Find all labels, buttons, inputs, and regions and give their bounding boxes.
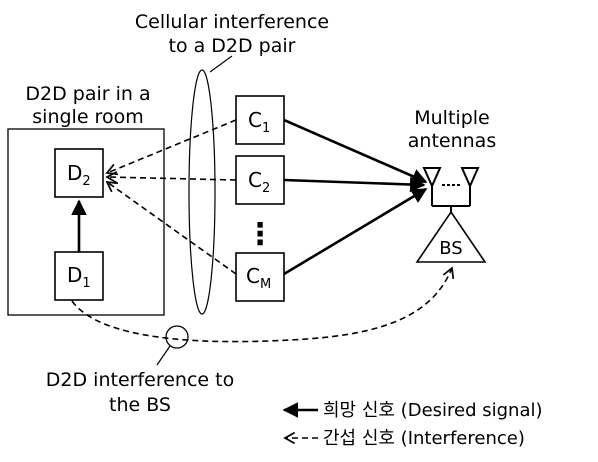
multiple-antennas-label-line1: Multiple <box>414 107 489 129</box>
legend: 희망 신호 (Desired signal) 간섭 신호 (Interferen… <box>282 400 543 449</box>
bs-antenna-array <box>422 167 480 214</box>
c1-node: C1 <box>235 95 285 145</box>
cm-node-base: C <box>246 264 260 288</box>
c2-node-base: C <box>248 168 262 192</box>
svg-text:C2: C2 <box>248 168 270 196</box>
d2d-interference-label-line2: the BS <box>109 394 171 416</box>
cellular-interference-label-line1: Cellular interference <box>135 11 329 33</box>
c2-node: C2 <box>235 155 285 205</box>
svg-text:D1: D1 <box>67 263 91 291</box>
d1-node: D1 <box>54 251 104 301</box>
d1-node-base: D <box>67 263 82 287</box>
c1-node-sub: 1 <box>262 121 270 136</box>
d2-node-sub: 2 <box>82 174 90 189</box>
bs-label: BS <box>439 238 462 259</box>
d2d-interference-d1-to-bs <box>71 266 455 343</box>
d2d-interference-leader <box>156 345 171 366</box>
legend-desired-label: 희망 신호 (Desired signal) <box>323 400 543 421</box>
cellular-interference-leader <box>209 55 233 73</box>
interference-c1-to-d2 <box>105 119 237 176</box>
desired-signal-c1-to-bs <box>283 118 428 184</box>
svg-text:CM: CM <box>246 264 271 292</box>
d2d-room-label-line2: single room <box>32 106 143 128</box>
multiple-antennas-label-line2: antennas <box>408 130 496 152</box>
d2-node-base: D <box>67 161 82 185</box>
bs-triangle <box>415 210 487 263</box>
d2d-interference-label-line1: D2D interference to <box>46 369 234 391</box>
interference-cm-to-d2 <box>105 180 237 275</box>
d1-node-sub: 1 <box>82 276 90 291</box>
cm-node-sub: M <box>260 277 271 292</box>
svg-text:D2: D2 <box>67 161 91 189</box>
svg-text:C1: C1 <box>248 108 270 136</box>
cellular-users-ellipsis: ⋮ <box>245 217 275 252</box>
c1-node-base: C <box>248 108 262 132</box>
cm-node: CM <box>235 252 285 302</box>
legend-interference-label: 간섭 신호 (Interference) <box>323 428 525 449</box>
cellular-interference-ellipse <box>188 69 216 315</box>
c2-node-sub: 2 <box>262 181 270 196</box>
d2d-room-label-line1: D2D pair in a <box>25 83 150 105</box>
d2d-interference-circle <box>165 325 189 349</box>
desired-signal-c2-to-bs <box>283 176 426 193</box>
d2-node: D2 <box>54 148 104 198</box>
cellular-interference-label-line2: to a D2D pair <box>169 35 296 57</box>
room-box <box>7 128 165 316</box>
desired-signal-cm-to-bs <box>283 187 428 276</box>
interference-c2-to-d2 <box>105 171 237 184</box>
